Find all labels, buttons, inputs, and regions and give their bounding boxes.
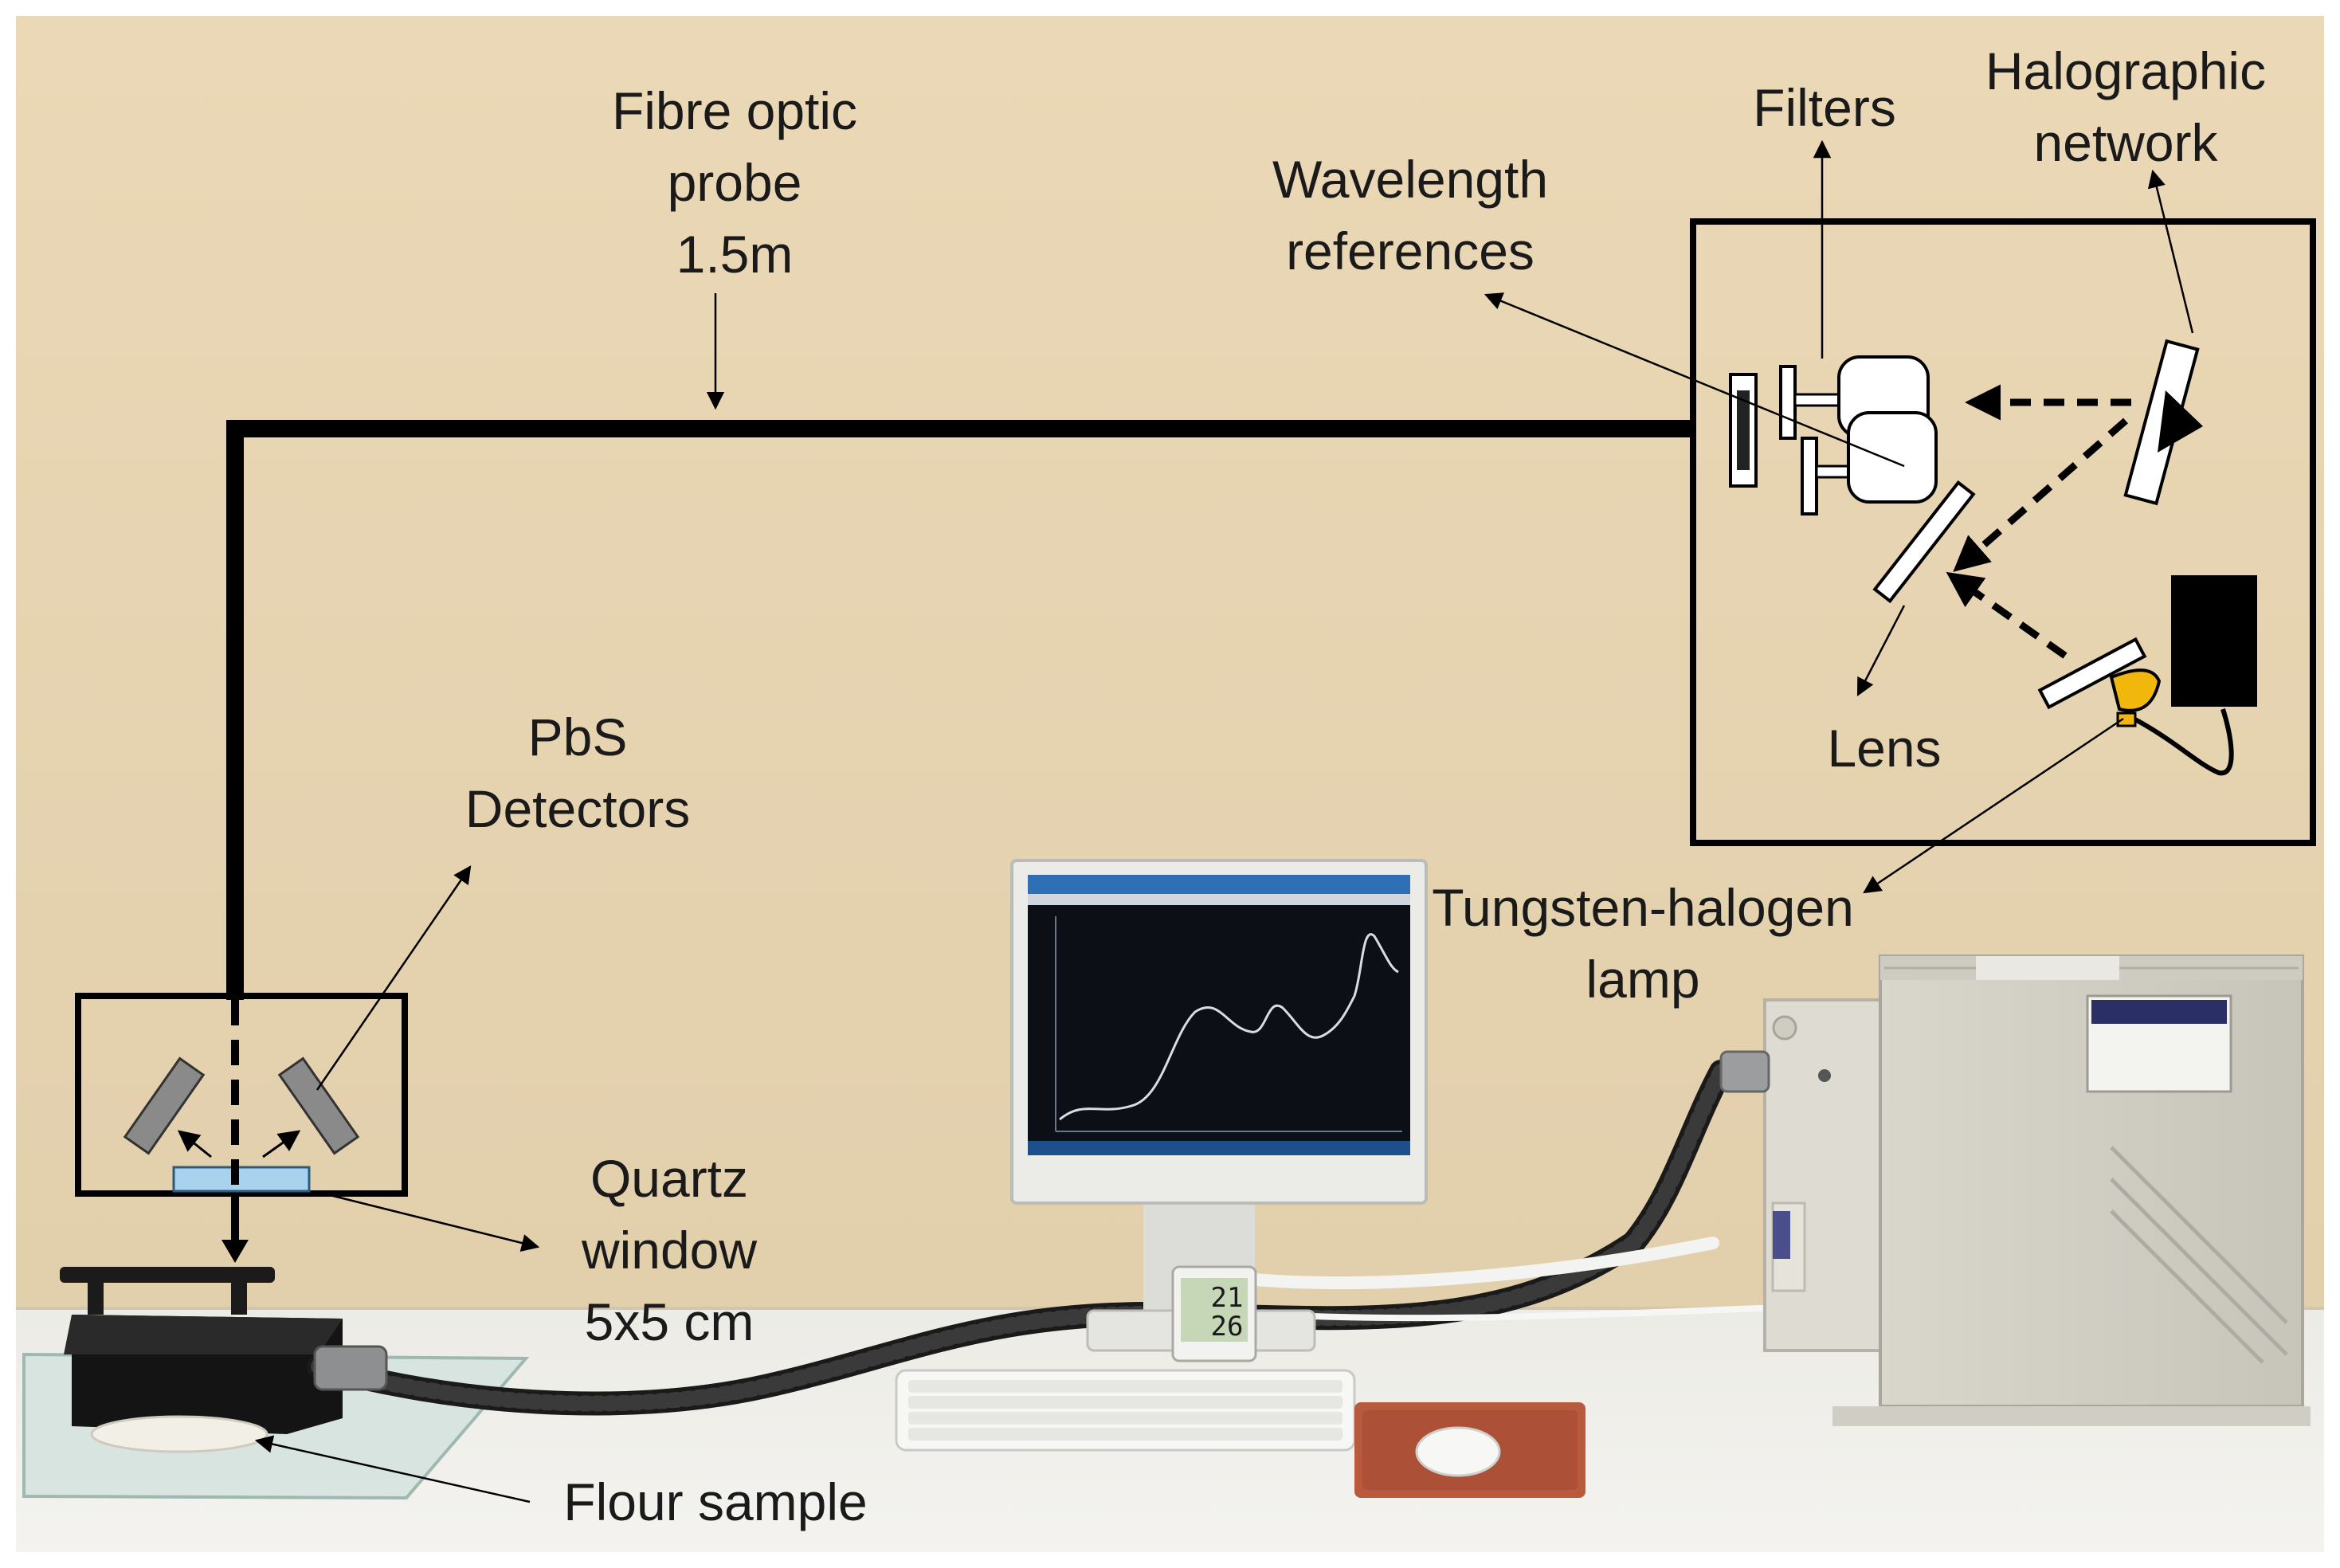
label-quartz-line2: window [581,1221,757,1280]
label-quartz-line1: Quartz [590,1149,748,1208]
label-fibre-line3: 1.5m [676,225,794,284]
pbs-detector-left [123,1056,206,1155]
label-fibre-line1: Fibre optic [612,81,857,140]
label-halographic-line2: network [2033,113,2218,172]
label-wavelength-line1: Wavelength [1272,150,1548,209]
mouse [1415,1426,1501,1477]
labels: Fibre optic probe 1.5m Wavelength refere… [465,41,2266,1531]
leader-lines [254,139,2194,1503]
monitor-screen [1028,875,1410,1155]
cable-white-2 [1272,1303,1804,1322]
flour-mound [90,1415,268,1453]
label-tungsten-line2: lamp [1585,950,1699,1009]
sample-holder [22,1267,530,1500]
cable-white [1205,1237,1719,1290]
tungsten-halogen-lamp [2037,637,2162,727]
detector-box [75,993,408,1263]
holographic-grating [2123,339,2203,506]
label-tungsten-line1: Tungsten-halogen [1432,878,1854,937]
fibre-optic-probe-line [226,420,1693,1000]
spectrum-curve [1059,933,1399,1121]
label-filters: Filters [1753,78,1896,137]
halographic-leader [2147,169,2194,334]
filter-wheel [1837,355,1938,504]
thermometer-top-value: 21 [1211,1282,1244,1314]
spectrometer-instrument [1719,955,2311,1426]
pbs-detector-right [277,1056,360,1155]
label-pbs-line2: Detectors [465,779,690,838]
label-quartz-line3: 5x5 cm [585,1292,755,1351]
label-wavelength-line2: references [1286,221,1535,280]
quartz-window [172,1166,311,1193]
label-halographic-line1: Halographic [1985,41,2266,100]
spectrometer-schematic-box [1690,218,2316,846]
mousepad [1354,1402,1585,1498]
thermometer: 21 26 [1171,1265,1257,1362]
flour-leader [254,1435,531,1503]
lens-leader [1856,605,1906,696]
monitor [1010,859,1428,1352]
keyboard [895,1369,1356,1452]
thermometer-display [1181,1278,1248,1342]
tungsten-leader [1863,717,2124,894]
lens [1872,480,1976,604]
pbs-leader [316,865,472,1091]
wavelength-leader [1484,292,1905,468]
quartz-leader [319,1191,540,1252]
lamp-power-supply [2134,575,2257,776]
thermometer-bottom-value: 26 [1211,1311,1244,1343]
label-fibre-line2: probe [668,153,802,212]
label-lens: Lens [1827,719,1941,778]
light-path [1946,384,2131,659]
label-flour: Flour sample [563,1472,867,1531]
label-pbs-line1: PbS [528,708,628,766]
